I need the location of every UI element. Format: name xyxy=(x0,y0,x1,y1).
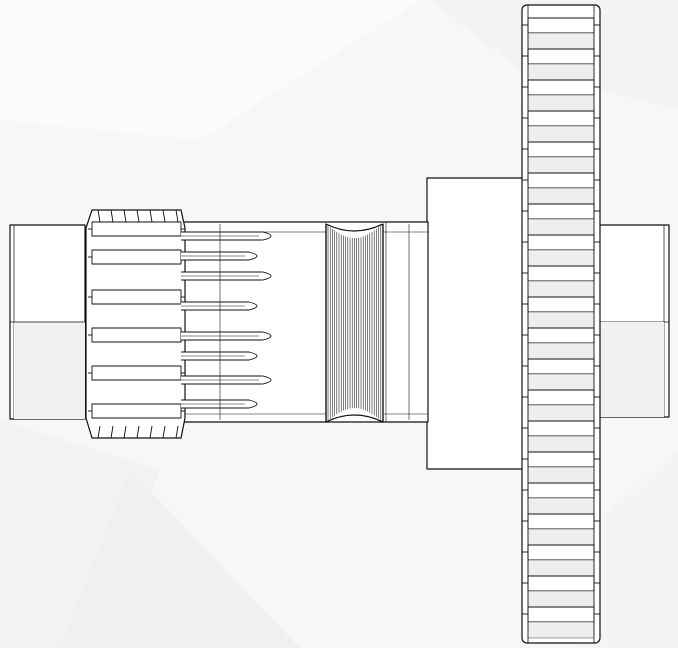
pinion-gear xyxy=(85,209,186,439)
gear-tooth-gap xyxy=(527,125,595,143)
spline-section xyxy=(181,224,272,420)
large-spur-gear xyxy=(521,4,601,644)
pinion-tooth-flank xyxy=(175,209,179,223)
gear-tooth xyxy=(527,234,595,251)
pinion-tooth-flank xyxy=(149,209,153,223)
gear-tooth-gap xyxy=(527,528,595,546)
gear-tooth-gap xyxy=(527,342,595,360)
gear-tooth xyxy=(527,203,595,220)
right-bushing xyxy=(597,224,670,418)
pinion-tooth xyxy=(91,249,182,265)
gear-tooth xyxy=(527,79,595,96)
gear-tooth-gap xyxy=(527,466,595,484)
pinion-tooth-flank xyxy=(149,425,153,439)
gear-tooth-gap xyxy=(527,63,595,81)
gear-tooth-gap xyxy=(527,621,595,639)
gear-tooth xyxy=(527,482,595,499)
gear-tooth-gap xyxy=(527,280,595,298)
pinion-tooth-flank xyxy=(136,209,140,223)
gear-tooth xyxy=(527,420,595,437)
gear-tooth xyxy=(527,544,595,561)
gear-tooth xyxy=(527,48,595,65)
pinion-tooth-flank xyxy=(110,425,114,439)
gear-tooth xyxy=(527,358,595,375)
gear-tooth-gap xyxy=(527,590,595,608)
pinion-tooth-flank xyxy=(162,209,166,223)
gear-tooth-gap xyxy=(527,311,595,329)
gear-tooth xyxy=(527,172,595,189)
pinion-tooth-flank xyxy=(97,425,101,439)
pinion-tooth xyxy=(91,221,182,237)
gear-tooth-gap xyxy=(527,32,595,50)
pinion-tooth xyxy=(91,365,182,381)
gear-tooth-gap xyxy=(527,187,595,205)
gear-tooth xyxy=(527,513,595,530)
gear-tooth xyxy=(527,606,595,623)
gear-tooth xyxy=(527,141,595,158)
gear-tooth-gap xyxy=(527,435,595,453)
gear-tooth-gap xyxy=(527,373,595,391)
pinion-tooth-flank xyxy=(123,425,127,439)
gear-tooth xyxy=(527,575,595,592)
pinion-tooth-flank xyxy=(123,209,127,223)
hub-flange xyxy=(426,177,528,470)
gear-tooth-gap xyxy=(527,94,595,112)
gear-tooth-gap xyxy=(527,497,595,515)
gear-tooth xyxy=(527,265,595,282)
pinion-tooth-flank xyxy=(162,425,166,439)
gear-tooth-gap xyxy=(527,156,595,174)
gear-tooth-gap xyxy=(527,404,595,422)
gear-tooth xyxy=(527,451,595,468)
pinion-tooth xyxy=(91,289,182,305)
pinion-tooth-flank xyxy=(97,209,101,223)
gear-tooth xyxy=(527,17,595,34)
gear-tooth-gap xyxy=(527,249,595,267)
pinion-tooth xyxy=(91,327,182,343)
gear-tooth xyxy=(527,110,595,127)
pinion-tooth-flank xyxy=(136,425,140,439)
gear-tooth xyxy=(527,296,595,313)
gear-tooth xyxy=(527,327,595,344)
pinion-tooth-flank xyxy=(175,425,179,439)
pinion-tooth xyxy=(91,403,182,419)
knurled-collar xyxy=(325,223,384,423)
gear-tooth-gap xyxy=(527,559,595,577)
gear-tooth xyxy=(527,389,595,406)
pinion-tooth-flank xyxy=(110,209,114,223)
left-bushing xyxy=(9,224,86,420)
gear-tooth-gap xyxy=(527,218,595,236)
